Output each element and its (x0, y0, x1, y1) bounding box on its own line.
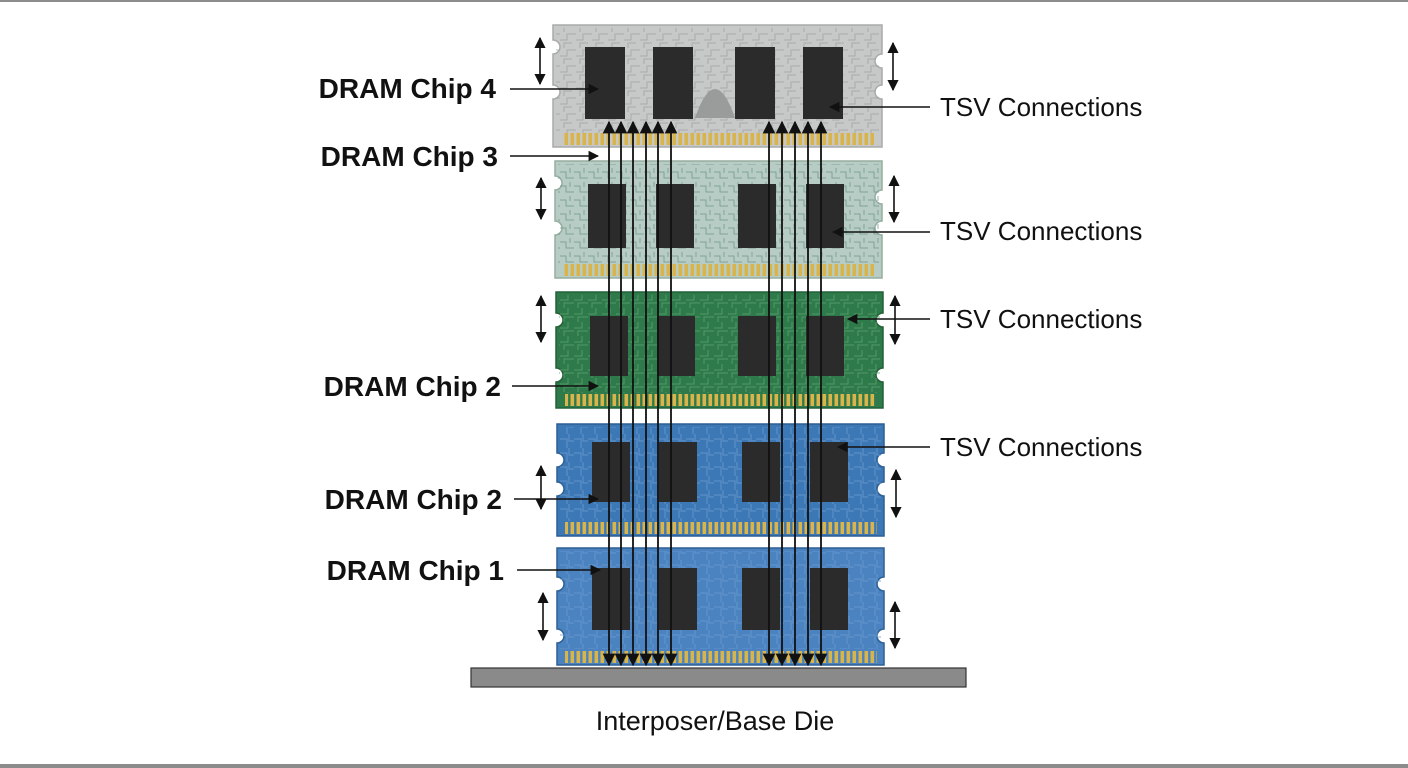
memory-die (738, 184, 776, 248)
memory-die (742, 568, 780, 630)
memory-die (738, 316, 776, 376)
memory-die (806, 184, 844, 248)
label-tsv-connections-3: TSV Connections (940, 304, 1143, 334)
memory-die (659, 568, 697, 630)
memory-die (657, 316, 695, 376)
memory-die (656, 184, 694, 248)
dram-module-2-lower (556, 423, 885, 537)
label-tsv-connections-1: TSV Connections (940, 92, 1143, 122)
label-tsv-connections-4: TSV Connections (940, 432, 1143, 462)
dram-module-1 (556, 547, 885, 666)
memory-die (659, 442, 697, 502)
memory-die (653, 47, 693, 119)
gold-contacts (564, 264, 874, 276)
memory-die (803, 47, 843, 119)
dram-module-4 (552, 24, 883, 148)
memory-die (810, 568, 848, 630)
top-border (0, 0, 1408, 2)
memory-die (742, 442, 780, 502)
dram-module-3 (554, 160, 883, 279)
label-dram-chip-1: DRAM Chip 1 (326, 555, 504, 586)
label-dram-chip-2-upper: DRAM Chip 2 (323, 371, 501, 402)
side-arrows (534, 36, 902, 650)
bottom-border (0, 764, 1408, 768)
tsv-arrows (602, 120, 828, 667)
right-leaders (828, 101, 930, 453)
gold-contacts (565, 651, 877, 663)
memory-die (735, 47, 775, 119)
memory-die (592, 568, 630, 630)
dram-module-2-upper (555, 291, 884, 409)
gold-contacts (565, 394, 876, 406)
left-leaders (510, 83, 602, 576)
memory-die (585, 47, 625, 119)
memory-die (810, 442, 848, 502)
interposer-base-die (470, 667, 967, 688)
label-tsv-connections-2: TSV Connections (940, 216, 1143, 246)
label-dram-chip-4: DRAM Chip 4 (318, 73, 496, 104)
label-dram-chip-2-lower: DRAM Chip 2 (324, 484, 502, 515)
label-interposer-base-die: Interposer/Base Die (595, 706, 835, 736)
memory-die (592, 442, 630, 502)
label-dram-chip-3: DRAM Chip 3 (320, 141, 498, 172)
gold-contacts (565, 522, 877, 534)
memory-die (806, 316, 844, 376)
